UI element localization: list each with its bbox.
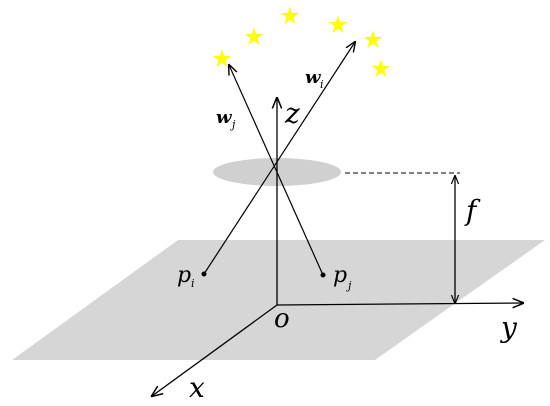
- star-icon: [245, 27, 263, 45]
- x-axis: [152, 304, 278, 396]
- image-plane: [12, 240, 545, 360]
- stars-group: [213, 6, 390, 77]
- pi-subscript: i: [191, 277, 195, 290]
- x-axis-label: x: [189, 371, 205, 404]
- star-icon: [372, 59, 390, 77]
- wj-subscript: j: [229, 118, 236, 131]
- y-axis-label: y: [499, 311, 518, 344]
- ray-wj: [229, 65, 324, 276]
- point-pi: [201, 271, 207, 277]
- pi-label: p: [177, 263, 191, 288]
- wi-subscript: i: [320, 78, 324, 91]
- y-axis: [276, 303, 523, 305]
- star-icon: [364, 30, 382, 48]
- pj-label: p: [333, 263, 347, 288]
- pj-subscript: j: [345, 279, 352, 292]
- focal-length-label: f: [464, 194, 481, 227]
- ray-wi: [203, 42, 355, 275]
- star-icon: [281, 6, 299, 24]
- wi-label: w: [305, 67, 322, 88]
- point-pj: [320, 272, 326, 278]
- star-icon: [213, 49, 231, 67]
- origin-label: o: [274, 304, 290, 334]
- z-axis-label: z: [284, 97, 300, 130]
- star-icon: [329, 15, 347, 33]
- wj-label: w: [216, 107, 233, 128]
